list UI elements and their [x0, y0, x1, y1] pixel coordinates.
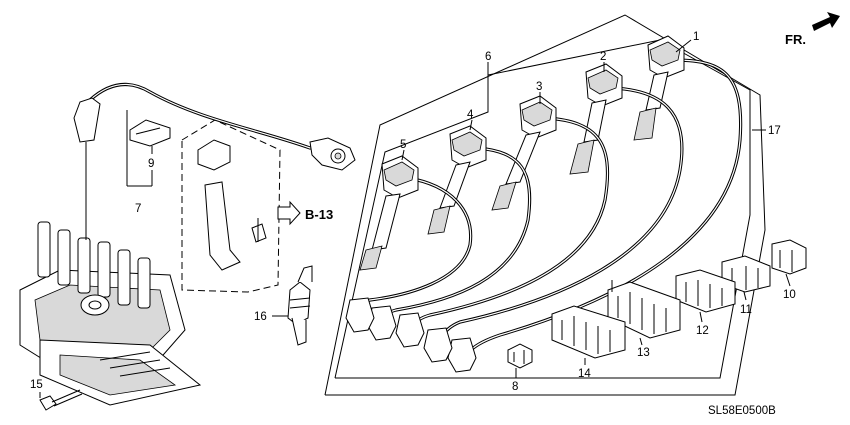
wire-holder-8 [507, 343, 533, 369]
bracket-assembly [197, 139, 267, 271]
callout-16: 16 [254, 311, 267, 323]
callout-11: 11 [740, 304, 752, 316]
callout-1: 1 [693, 31, 699, 43]
callout-5: 5 [400, 139, 406, 151]
reference-label: B-13 [305, 207, 333, 222]
callout-9: 9 [148, 158, 154, 170]
callout-14: 14 [578, 368, 591, 380]
plug-wire-3 [395, 95, 610, 348]
wire-holder-10 [771, 239, 807, 275]
callout-13: 13 [637, 347, 650, 359]
callout-6: 6 [485, 51, 491, 63]
callout-15: 15 [30, 379, 43, 391]
coil-wire [88, 82, 312, 150]
callout-3: 3 [536, 81, 542, 93]
callout-7: 7 [135, 203, 141, 215]
spark-plug [287, 265, 313, 346]
coil-wire-boot-top [73, 97, 101, 143]
callout-17: 17 [768, 125, 781, 137]
plug-wire-5 [345, 155, 473, 333]
callout-10: 10 [783, 289, 796, 301]
callout-12: 12 [696, 325, 709, 337]
plug-wire-2 [423, 63, 684, 363]
callout-4: 4 [467, 109, 474, 121]
coil-wire-rotor-end [309, 137, 356, 171]
wire-set-outline [324, 14, 766, 396]
leader-lines [39, 39, 791, 398]
reference-arrow-icon [277, 200, 301, 226]
wire-clamp-9 [129, 119, 171, 147]
diagram-code: SL58E0500B [708, 405, 776, 417]
front-label: FR. [785, 32, 806, 47]
bolt-15 [39, 389, 83, 411]
distributor-assembly [19, 221, 202, 406]
callout-8: 8 [512, 381, 518, 393]
plug-wire-4 [367, 125, 532, 341]
plug-wire-1 [447, 35, 743, 373]
front-arrow-icon: FR. [785, 12, 840, 47]
callout-2: 2 [600, 51, 606, 63]
wire-holder-14 [551, 305, 626, 359]
